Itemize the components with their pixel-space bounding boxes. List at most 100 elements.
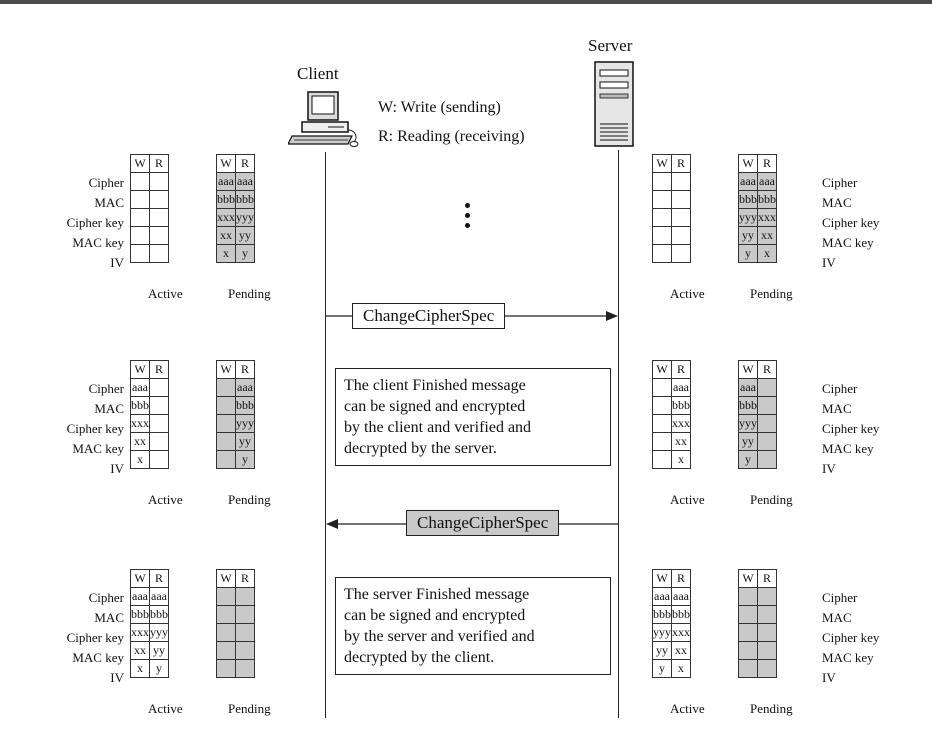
cell-r: yy xyxy=(149,641,169,660)
cell-w xyxy=(130,226,150,245)
cell-r xyxy=(149,414,169,433)
server-title: Server xyxy=(588,36,633,55)
row-label: Cipher xyxy=(822,175,858,190)
cell-r: xx xyxy=(671,641,691,660)
cell-w: bbb xyxy=(130,396,150,415)
cell-w: aaa xyxy=(738,378,758,397)
cell-r xyxy=(757,414,777,433)
state-row xyxy=(130,190,169,209)
cell-w xyxy=(216,378,236,397)
cell-w xyxy=(216,450,236,469)
cell-r: aaa xyxy=(235,172,255,191)
row-label: Cipher xyxy=(822,590,858,605)
cell-r xyxy=(757,450,777,469)
cell-r xyxy=(757,378,777,397)
state-row xyxy=(652,226,691,245)
row-label: Cipher xyxy=(822,381,858,396)
cell-w xyxy=(652,244,672,263)
note-line: The server Finished message xyxy=(344,586,530,603)
note-line: by the client and verified and xyxy=(344,419,532,436)
cell-w: yy xyxy=(738,226,758,245)
cell-r xyxy=(149,378,169,397)
cell-r xyxy=(149,432,169,451)
continuation-dots xyxy=(465,203,470,233)
state-row: x xyxy=(652,450,691,469)
cell-r xyxy=(671,226,691,245)
cell-w: xxx xyxy=(216,208,236,227)
arrow-to-server-head xyxy=(606,311,618,321)
legend-read: R: Reading (receiving) xyxy=(378,128,525,145)
state-row: bbb xyxy=(652,396,691,415)
cell-r: xxx xyxy=(671,414,691,433)
row-label: IV xyxy=(110,461,124,476)
state-row xyxy=(738,605,777,624)
header-w: W xyxy=(738,154,758,173)
cell-r xyxy=(235,605,255,624)
header-r: R xyxy=(671,154,691,173)
header-w: W xyxy=(130,360,150,379)
row-label: MAC xyxy=(822,195,852,210)
state-row xyxy=(130,244,169,263)
cell-r: y xyxy=(149,659,169,678)
cell-w: xxx xyxy=(130,623,150,642)
cell-w: x xyxy=(130,450,150,469)
header-w: W xyxy=(652,569,672,588)
state-row: y xyxy=(216,450,255,469)
cell-r: bbb xyxy=(235,396,255,415)
cell-w xyxy=(652,378,672,397)
state-row xyxy=(652,244,691,263)
cell-r: bbb xyxy=(671,605,691,624)
cell-r xyxy=(235,623,255,642)
state-row: yy xyxy=(738,432,777,451)
cell-w xyxy=(652,432,672,451)
state-row: yy xyxy=(216,432,255,451)
cell-r xyxy=(149,190,169,209)
cell-r xyxy=(671,208,691,227)
header-w: W xyxy=(130,569,150,588)
row-label: Cipher key xyxy=(66,630,124,645)
cell-w xyxy=(130,190,150,209)
cell-w xyxy=(738,587,758,606)
pending-caption: Pending xyxy=(750,286,793,301)
tower-server-icon xyxy=(594,61,634,147)
cell-w xyxy=(652,208,672,227)
state-row: bbb xyxy=(738,396,777,415)
row-label: Cipher key xyxy=(822,630,880,645)
header-r: R xyxy=(235,360,255,379)
state-row: aaa xyxy=(130,378,169,397)
state-row xyxy=(130,226,169,245)
state-row xyxy=(738,659,777,678)
state-row xyxy=(216,587,255,606)
cell-w: yy xyxy=(652,641,672,660)
cell-r: bbb xyxy=(149,605,169,624)
cell-r xyxy=(149,172,169,191)
header-w: W xyxy=(216,360,236,379)
top-rule xyxy=(0,0,932,4)
cell-w: yyy xyxy=(738,414,758,433)
cell-r xyxy=(671,244,691,263)
row-label: MAC key xyxy=(822,441,874,456)
cell-w: xx xyxy=(216,226,236,245)
row-label: MAC xyxy=(94,610,124,625)
header-w: W xyxy=(652,360,672,379)
state-row xyxy=(738,641,777,660)
cell-r xyxy=(235,641,255,660)
cell-r: bbb xyxy=(671,396,691,415)
state-row xyxy=(216,641,255,660)
cell-r xyxy=(757,396,777,415)
server-change-cipher-spec: ChangeCipherSpec xyxy=(406,510,560,536)
